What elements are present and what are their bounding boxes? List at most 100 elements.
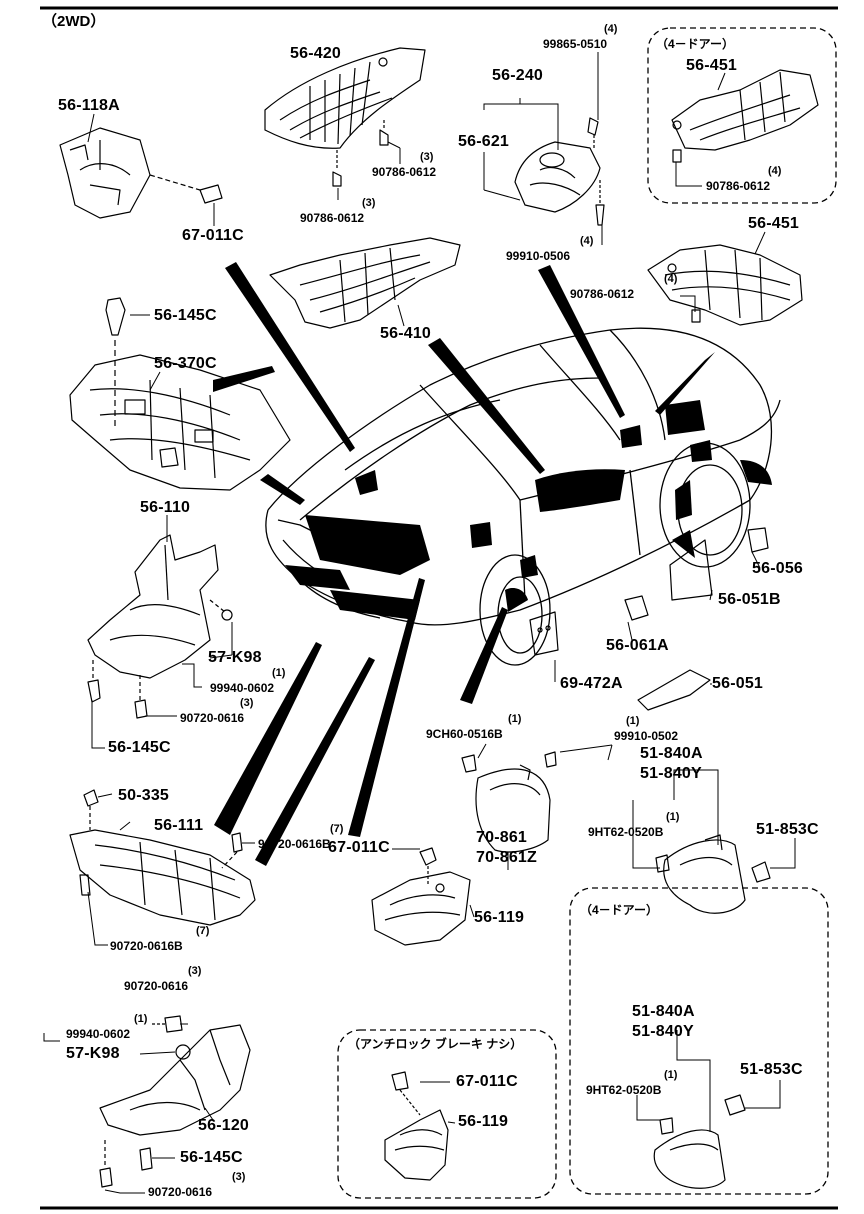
part-70-861-sketch — [461, 751, 557, 853]
label-56-451-4door: 56-451 — [686, 57, 738, 74]
part-56-451-sketch — [647, 244, 803, 326]
label-90786-0612-b: 90786-0612 — [300, 211, 365, 225]
part-sketches — [59, 47, 819, 1189]
wedge-leaders — [213, 262, 715, 866]
part-56-120-sketch — [99, 1015, 251, 1188]
label-51-840Y: 51-840Y — [640, 765, 702, 782]
qty-90720-0616B-b: (7) — [196, 925, 210, 937]
label-51-840A-4door: 51-840A — [632, 1003, 695, 1020]
label-51-853C-4door: 51-853C — [740, 1061, 803, 1078]
label-56-120: 56-120 — [198, 1117, 250, 1134]
qty-90720-0616B-a: (7) — [330, 823, 344, 835]
group-boxes — [337, 27, 837, 1199]
qty-90786-0612-c: (4) — [768, 165, 782, 177]
qty-99910-0506: (4) — [580, 235, 594, 247]
label-90720-0616B-b: 90720-0616B — [110, 939, 183, 953]
drive-type-label: （2WD） — [42, 13, 106, 30]
label-99910-0502: 99910-0502 — [614, 729, 679, 743]
qty-90786-0612-a: (3) — [420, 151, 434, 163]
label-56-119-noabs: 56-119 — [458, 1113, 509, 1130]
qty-99910-0502: (1) — [626, 715, 640, 727]
label-56-118A: 56-118A — [58, 97, 120, 114]
qty-99940-0602-b: (1) — [134, 1013, 148, 1025]
part-56-110-sketch — [87, 534, 233, 719]
label-70-861Z: 70-861Z — [476, 849, 537, 866]
part-56-240-sketch — [514, 117, 605, 226]
part-51-840A-sketch — [655, 834, 771, 914]
label-57-K98-a: 57-K98 — [208, 649, 262, 666]
label-99910-0506: 99910-0506 — [506, 249, 571, 263]
label-51-853C-a: 51-853C — [756, 821, 819, 838]
label-90720-0616B-a: 90720-0616B — [258, 837, 331, 851]
part-56-370C-sketch — [69, 297, 291, 491]
leader-lines — [43, 52, 796, 1194]
label-99940-0602-b: 99940-0602 — [66, 1027, 131, 1041]
label-56-240: 56-240 — [492, 67, 544, 84]
qty-9HT62-0520B-a: (1) — [666, 811, 680, 823]
part-56-410-sketch — [269, 237, 461, 329]
label-56-110: 56-110 — [140, 499, 191, 516]
no-abs-caption: （アンチロック ブレーキ ナシ） — [348, 1037, 523, 1051]
four-door-box-bottom — [569, 887, 829, 1195]
label-9HT62-0520B-a: 9HT62-0520B — [588, 825, 664, 839]
label-90786-0612-d: 90786-0612 — [570, 287, 635, 301]
label-56-410: 56-410 — [380, 325, 432, 342]
label-57-K98-b: 57-K98 — [66, 1045, 120, 1062]
part-56-111-sketch — [69, 789, 256, 926]
part-56-420-sketch — [264, 47, 426, 187]
car-highlights — [285, 400, 772, 620]
label-90786-0612-c: 90786-0612 — [706, 179, 771, 193]
part-56-118A-sketch — [59, 127, 223, 219]
qty-90720-0616-c: (3) — [232, 1171, 246, 1183]
label-56-061A: 56-061A — [606, 637, 669, 654]
label-56-420: 56-420 — [290, 45, 342, 62]
part-56-119-sketch — [371, 847, 471, 946]
four-door-caption-top: （4－ドアー） — [656, 37, 734, 51]
label-90786-0612-a: 90786-0612 — [372, 165, 437, 179]
car-body — [265, 327, 781, 666]
qty-9HT62-0520B-b: (1) — [664, 1069, 678, 1081]
four-door-box-top — [647, 27, 837, 204]
label-99865-0510: 99865-0510 — [543, 37, 608, 51]
qty-90786-0612-d: (4) — [664, 273, 678, 285]
label-99940-0602-a: 99940-0602 — [210, 681, 275, 695]
label-9HT62-0520B-b: 9HT62-0520B — [586, 1083, 662, 1097]
label-56-145C-b: 56-145C — [108, 739, 171, 756]
label-67-011C-top: 67-011C — [182, 227, 244, 244]
label-9CH60-0516B: 9CH60-0516B — [426, 727, 503, 741]
label-56-051B: 56-051B — [718, 591, 781, 608]
label-56-111: 56-111 — [154, 817, 204, 834]
label-56-119: 56-119 — [474, 909, 525, 926]
part-56-119-noabs-sketch — [384, 1071, 449, 1181]
label-69-472A: 69-472A — [560, 675, 623, 692]
label-56-145C-c: 56-145C — [180, 1149, 243, 1166]
label-56-621: 56-621 — [458, 133, 510, 150]
label-90720-0616-c: 90720-0616 — [148, 1185, 213, 1199]
label-90720-0616-a: 90720-0616 — [180, 711, 245, 725]
label-56-370C: 56-370C — [154, 355, 217, 372]
label-56-451: 56-451 — [748, 215, 800, 232]
label-51-840A: 51-840A — [640, 745, 703, 762]
label-56-051: 56-051 — [712, 675, 764, 692]
label-67-011C-mid: 67-011C — [328, 839, 390, 856]
label-90720-0616-b: 90720-0616 — [124, 979, 189, 993]
qty-90720-0616-a: (3) — [240, 697, 254, 709]
no-abs-box — [337, 1029, 557, 1199]
four-door-caption-bottom: （4－ドアー） — [580, 903, 658, 917]
qty-90786-0612-b: (3) — [362, 197, 376, 209]
label-56-056: 56-056 — [752, 560, 804, 577]
splash-pieces-sketch — [529, 527, 769, 711]
part-51-840A-4door-sketch — [653, 1094, 746, 1189]
label-70-861: 70-861 — [476, 829, 528, 846]
label-50-335: 50-335 — [118, 787, 170, 804]
qty-99940-0602-a: (1) — [272, 667, 286, 679]
qty-90720-0616-b: (3) — [188, 965, 202, 977]
qty-9CH60-0516B: (1) — [508, 713, 522, 725]
label-67-011C-noabs: 67-011C — [456, 1073, 518, 1090]
frame-lines — [40, 6, 838, 1210]
label-51-840Y-4door: 51-840Y — [632, 1023, 694, 1040]
label-56-145C-a: 56-145C — [154, 307, 217, 324]
part-56-451-4door-sketch — [671, 69, 819, 163]
